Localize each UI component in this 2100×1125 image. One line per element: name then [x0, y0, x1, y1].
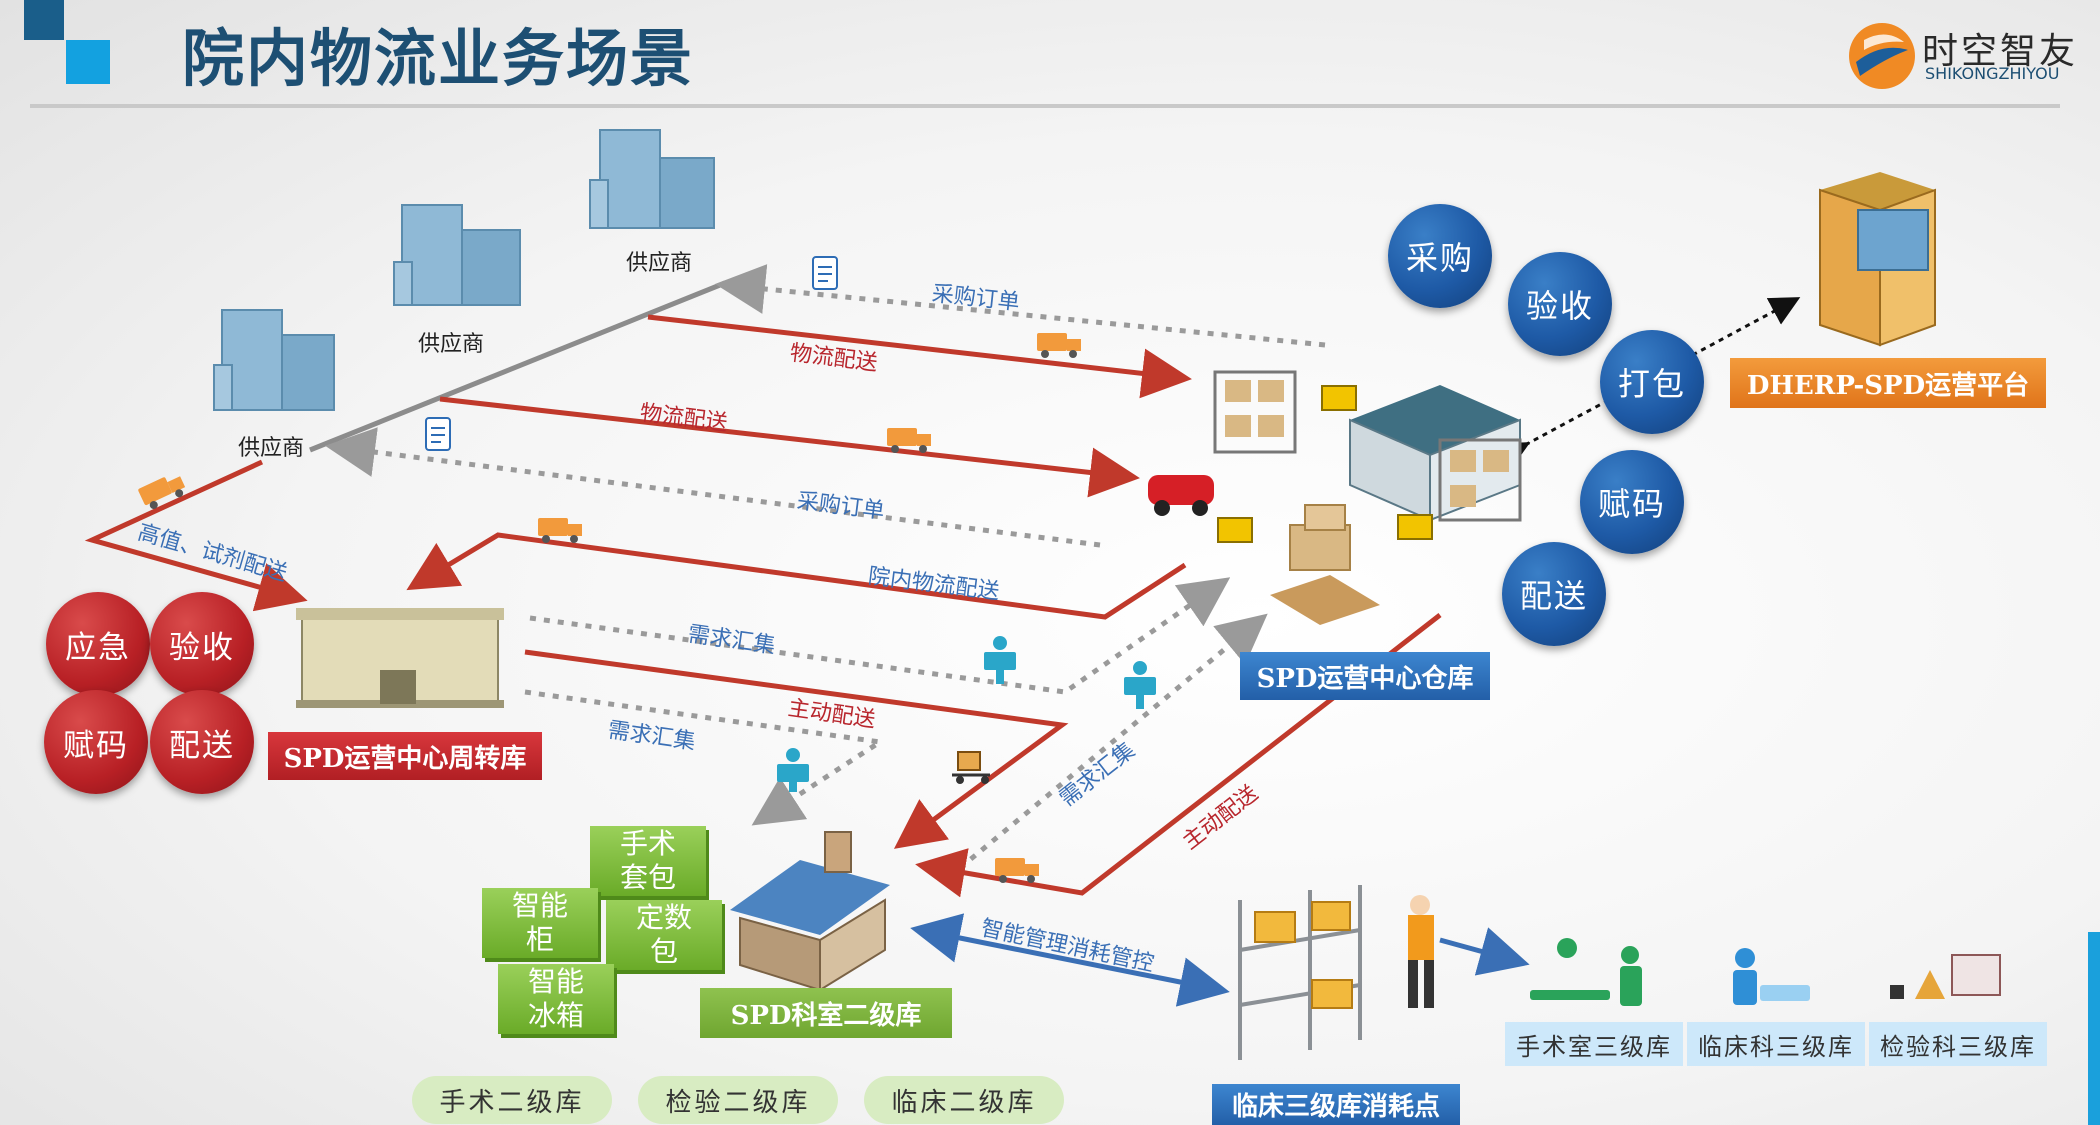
platform-building-icon: [1819, 172, 1936, 347]
purchase-order-arrow-2: [325, 427, 1101, 548]
demand-arrow-2: [524, 689, 887, 826]
in-hospital-arrow: [406, 532, 1187, 620]
step-deliver-circle: 配送: [1502, 542, 1606, 646]
step-coding-circle: 赋码: [1580, 450, 1684, 554]
header-decor-square: [24, 0, 64, 40]
turnover-warehouse-tag: SPD运营中心周转库: [268, 732, 542, 780]
surgery-level2-pill: 手术二级库: [412, 1076, 612, 1124]
demand-arrow-1: [529, 577, 1231, 695]
turnover-emergency-circle: 应急: [46, 592, 150, 696]
person-sign-icon: [984, 636, 1016, 684]
clinical-level2-pill: 临床二级库: [864, 1076, 1064, 1124]
demand-arrow-3: [958, 613, 1268, 870]
truck-icon: [995, 858, 1039, 883]
clinical-level3-label: 临床科三级库: [1687, 1022, 1865, 1066]
center-warehouse-tag: SPD运营中心仓库: [1240, 652, 1490, 700]
supplier-building-icon: [589, 129, 715, 229]
surgery-kit-box: 手术 套包: [590, 826, 706, 896]
smart-cabinet-box: 智能 柜: [482, 888, 598, 958]
truck-icon: [887, 428, 931, 453]
hand-cart-icon: [952, 751, 990, 784]
lab-level2-pill: 检验二级库: [638, 1076, 838, 1124]
supplier-label: 供应商: [418, 332, 485, 357]
supplier-building-icon: [393, 204, 521, 306]
surgery-room-icon: [1530, 938, 1642, 1006]
center-warehouse-icon: [1148, 370, 1522, 625]
turnover-inspect-circle: 验收: [150, 592, 254, 696]
lab-dept-icon: [1890, 954, 2001, 999]
active-delivery-arrow-1: [524, 649, 1069, 849]
header-divider: [30, 104, 2060, 108]
logo-text: 时空智友: [1922, 31, 2079, 72]
logistics-arrow-1: [647, 314, 1192, 399]
fixed-pack-box: 定数 包: [606, 900, 722, 970]
surgery-level3-label: 手术室三级库: [1505, 1022, 1683, 1066]
turnover-building-icon: [296, 608, 504, 708]
supplier-label: 供应商: [626, 251, 693, 276]
active-delivery-arrow-2: [915, 613, 1442, 898]
department-house-icon: [730, 831, 890, 992]
supplier-building-icon: [213, 309, 335, 411]
lab-level3-label: 检验科三级库: [1869, 1022, 2047, 1066]
clinical-to-level3-arrow: [1439, 927, 1530, 976]
document-icon: [812, 256, 838, 290]
purchase-order-arrow-1: [715, 264, 1326, 348]
smart-fridge-box: 智能 冰箱: [498, 964, 614, 1034]
edge-accent-bar: [2088, 932, 2100, 1125]
turnover-deliver-circle: 配送: [150, 690, 254, 794]
smart-control-arrow: [910, 913, 1230, 1007]
company-logo-icon: [1849, 23, 1915, 89]
clinical-dept-icon: [1733, 948, 1810, 1005]
person-sign-icon: [1124, 661, 1156, 709]
truck-icon: [138, 476, 186, 510]
step-pack-circle: 打包: [1600, 330, 1704, 434]
dept-level2-tag: SPD科室二级库: [700, 988, 952, 1038]
supplier-label: 供应商: [238, 436, 305, 461]
page-title: 院内物流业务场景: [182, 22, 695, 95]
logistics-arrow-2: [439, 396, 1140, 498]
step-inspect-circle: 验收: [1508, 252, 1612, 356]
high-value-arrow: [84, 459, 308, 612]
logo-subtitle: SHIKONGZHIYOU: [1925, 64, 2060, 83]
turnover-coding-circle: 赋码: [44, 690, 148, 794]
clinical-shelf-icon: [1238, 885, 1434, 1060]
step-purchase-circle: 采购: [1388, 204, 1492, 308]
person-sign-icon: [777, 748, 809, 792]
truck-icon: [1037, 333, 1081, 358]
clinical-level3-tag: 临床三级库消耗点: [1212, 1084, 1460, 1125]
supplier-link-line: [309, 280, 726, 453]
document-icon: [425, 417, 451, 451]
platform-tag: DHERP-SPD运营平台: [1730, 358, 2046, 408]
header-decor-square-accent: [66, 40, 110, 84]
truck-icon: [538, 518, 582, 543]
